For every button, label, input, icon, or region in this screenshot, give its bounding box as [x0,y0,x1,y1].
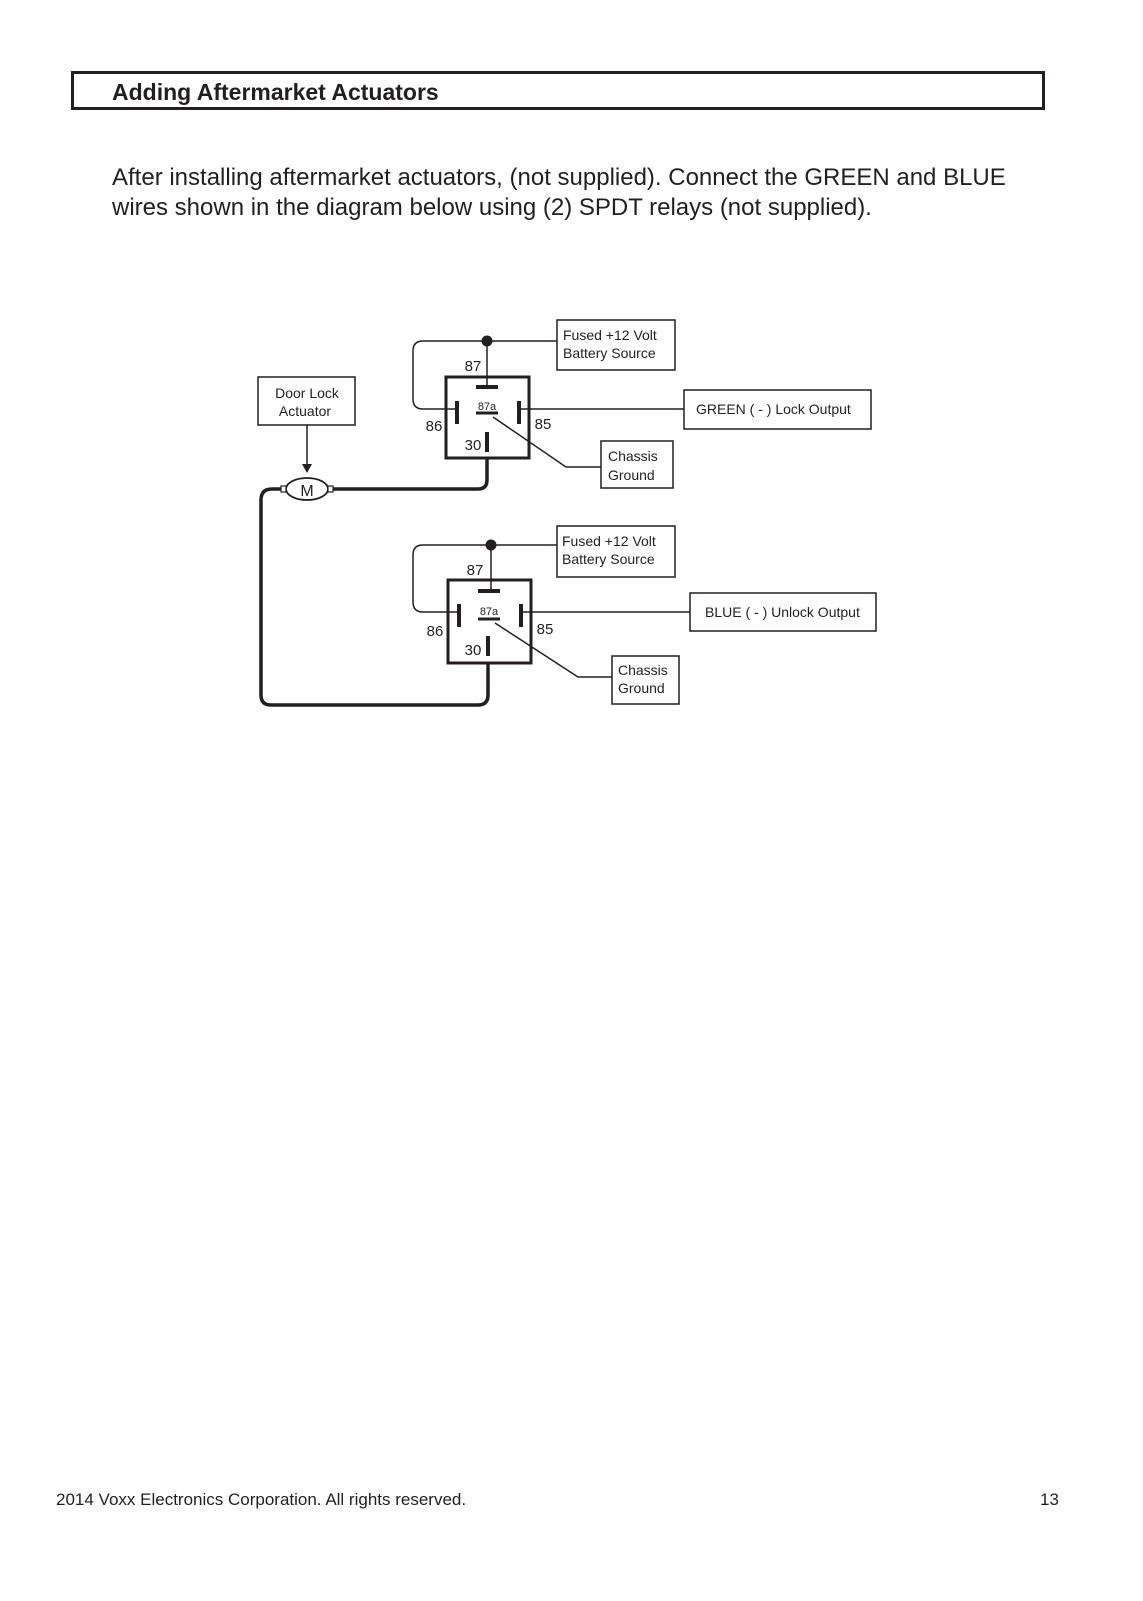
relay2-label-87: 87 [467,562,484,579]
wire-motor-to-relay2-30 [259,487,490,707]
relay1-label-87: 87 [465,358,482,375]
relay1-output-box [683,389,872,430]
page-number: 13 [1040,1490,1059,1509]
relay2-ground-box [611,655,680,705]
relay2-wire-86 [412,544,491,613]
wire-motor-to-relay1-30 [333,458,489,491]
relay2-output-box [689,592,877,632]
relay1-source-line1: Fused +12 Volt [563,327,657,343]
relay1-output-label: GREEN ( - ) Lock Output [696,401,851,417]
actuator-label-line2: Actuator [279,403,331,419]
motor-terminal-right [327,485,334,493]
relay2-source-line2: Battery Source [562,551,655,567]
motor-terminal-left [280,485,287,493]
relay-wiring-diagram: Door Lock Actuator M 87 87a 86 85 30 Fus… [257,319,877,707]
relay2-label-85: 85 [537,621,554,638]
relay1-wire-86 [412,340,487,410]
motor-label: M [300,483,313,500]
relay1-ground-line2: Ground [608,467,655,483]
relay1-junction [481,335,493,347]
relay1-ground-box [600,440,674,489]
section-title: Adding Aftermarket Actuators [112,79,439,105]
relay1-wire-ground [492,416,601,468]
relay1-label-85: 85 [535,416,552,433]
relay2-junction [485,539,497,551]
actuator-label-line1: Door Lock [275,385,340,401]
relay2-source-box [556,525,676,578]
relay2-source-line1: Fused +12 Volt [562,533,656,549]
arrow-head [302,464,312,473]
relay2-ground-line2: Ground [618,680,665,696]
relay2-ground-line1: Chassis [618,662,668,678]
relay2-wire-ground [494,622,612,678]
relay2-label-87a: 87a [480,606,499,618]
footer-copyright: 2014 Voxx Electronics Corporation. All r… [56,1490,467,1509]
relay1-ground-line1: Chassis [608,448,658,464]
relay2-label-30: 30 [465,642,482,659]
intro-line-1: After installing aftermarket actuators, … [112,164,1006,191]
relay1-label-86: 86 [426,418,443,435]
relay1-source-line2: Battery Source [563,345,656,361]
relay1-source-box [556,319,676,371]
intro-paragraph: After installing aftermarket actuators, … [112,163,1072,223]
intro-line-2: wires shown in the diagram below using (… [112,194,872,221]
section-header: Adding Aftermarket Actuators [71,71,1045,110]
relay1-label-30: 30 [465,437,482,454]
relay2-output-label: BLUE ( - ) Unlock Output [705,604,860,620]
relay2-body [446,578,533,665]
relay2-label-86: 86 [427,623,444,640]
relay1-label-87a: 87a [478,401,497,413]
